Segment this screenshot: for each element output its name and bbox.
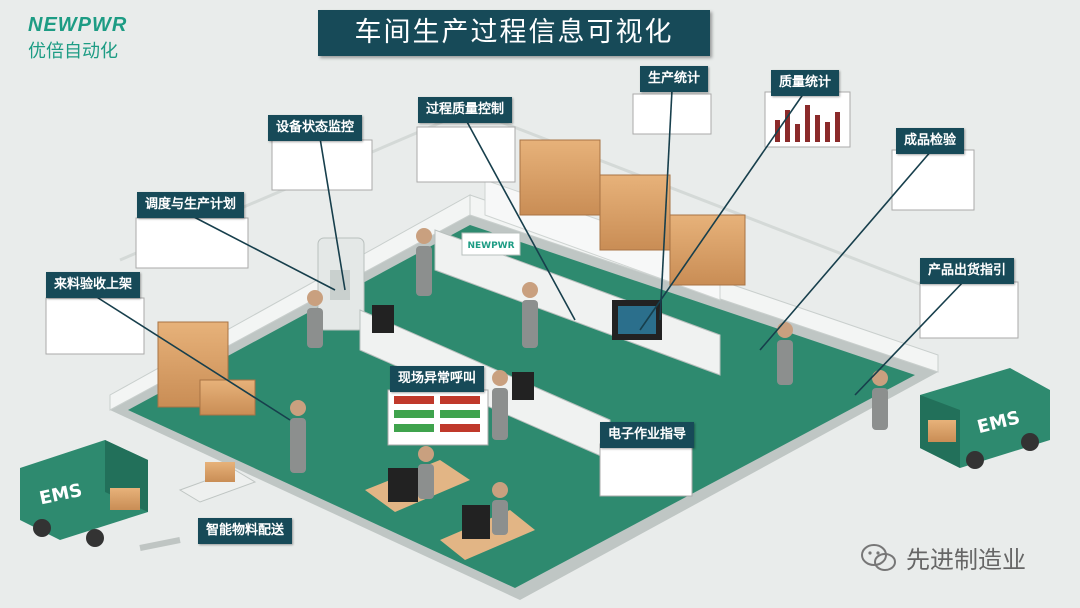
watermark: 先进制造业: [860, 540, 1026, 575]
label-receiving: 来料验收上架: [46, 272, 141, 298]
box-stack-back: [519, 139, 746, 286]
truck-right: EMS: [920, 368, 1050, 469]
machine-brand-text: NEWPWR: [467, 241, 514, 251]
brand-name: 优倍自动化: [28, 41, 118, 62]
label-delivery: 智能物料配送: [198, 518, 293, 544]
assembly-line-front: [359, 305, 611, 461]
label-production-stats: 生产统计: [640, 66, 709, 92]
label-equipment-monitor: 设备状态监控: [268, 115, 363, 141]
workers: [290, 228, 888, 535]
truck-left: EMS: [20, 440, 148, 547]
brand: NEWPWR 优倍自动化: [28, 14, 127, 63]
desk-2: [440, 505, 535, 560]
andon-rows: [394, 396, 480, 432]
label-scheduling: 调度与生产计划: [137, 192, 245, 218]
brand-logo: NEWPWR: [28, 14, 128, 36]
leader-lines: [94, 89, 966, 421]
page-title: 车间生产过程信息可视化: [318, 10, 710, 56]
assembly-line-back: NEWPWR: [434, 229, 721, 376]
label-quality-stats: 质量统计: [771, 70, 840, 96]
label-shipping: 产品出货指引: [920, 258, 1015, 284]
box-stack-left: [157, 321, 256, 416]
label-work-instruction: 电子作业指导: [600, 422, 695, 448]
label-final-inspection: 成品检验: [896, 128, 965, 154]
machine-tower: [317, 237, 365, 331]
watermark-text: 先进制造业: [906, 546, 1026, 574]
desk-1: [365, 460, 470, 512]
wechat-icon: [861, 543, 896, 571]
label-andon: 现场异常呼叫: [390, 366, 485, 392]
label-process-quality: 过程质量控制: [418, 97, 513, 123]
